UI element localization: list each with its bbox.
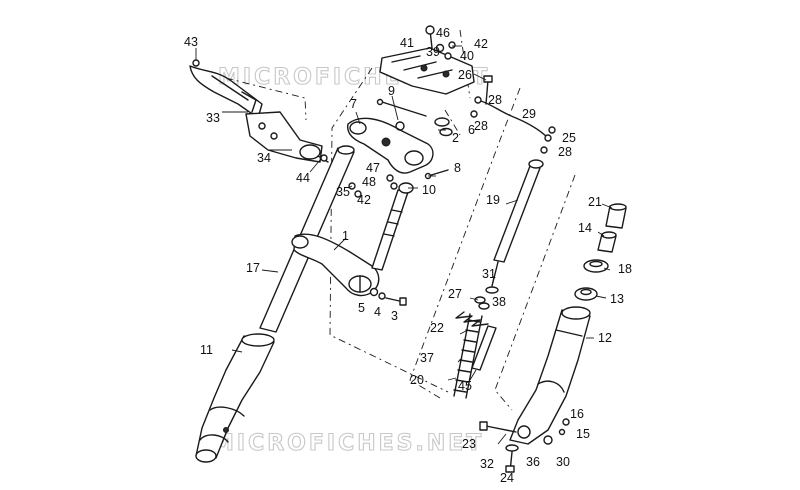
- part-bottom-bolt: [505, 444, 519, 473]
- callout-19: 19: [486, 193, 500, 207]
- callout-38: 38: [492, 295, 506, 309]
- callout-1: 1: [342, 229, 349, 243]
- part-rod-washers: [474, 286, 499, 310]
- callout-8: 8: [454, 161, 461, 175]
- callout-44: 44: [296, 171, 310, 185]
- callout-10: 10: [422, 183, 436, 197]
- callout-29: 29: [522, 107, 536, 121]
- part-brake-line: [470, 96, 556, 154]
- callout-6: 6: [468, 123, 475, 137]
- callout-22: 22: [430, 321, 444, 335]
- callout-labels: 43 33 34 44 35 42 48 47 7 9 41 46 39 42 …: [184, 26, 632, 485]
- callout-47: 47: [366, 161, 380, 175]
- callout-20: 20: [410, 373, 424, 387]
- callout-9: 9: [388, 84, 395, 98]
- callout-33: 33: [206, 111, 220, 125]
- callout-27: 27: [448, 287, 462, 301]
- part-handlebar-mount: [379, 47, 475, 95]
- callout-34: 34: [257, 151, 271, 165]
- part-fork-caps: [597, 203, 627, 253]
- callout-28-a: 28: [488, 93, 502, 107]
- callout-26: 26: [458, 68, 472, 82]
- part-fork-spring: [453, 311, 489, 399]
- part-clamp-bolt-set: [369, 287, 407, 306]
- callout-5: 5: [358, 301, 365, 315]
- callout-leaders: [195, 45, 613, 445]
- part-axle-bolt-23: [479, 421, 517, 433]
- part-bolt-8: [424, 169, 449, 180]
- part-top-fasteners: [425, 25, 456, 60]
- part-upper-triple-clamp: [347, 117, 434, 174]
- callout-15: 15: [576, 427, 590, 441]
- callout-7: 7: [350, 97, 357, 111]
- part-fork-seals: [574, 259, 609, 301]
- part-bleed-screw: [558, 418, 570, 436]
- callout-14: 14: [578, 221, 592, 235]
- callout-32: 32: [480, 457, 494, 471]
- callout-2: 2: [452, 131, 459, 145]
- callout-13: 13: [610, 292, 624, 306]
- part-damper-rod: [491, 159, 544, 287]
- callout-48: 48: [362, 175, 376, 189]
- callout-40: 40: [460, 49, 474, 63]
- part-bolt-44: [317, 154, 329, 163]
- callout-42-mid: 42: [357, 193, 371, 207]
- callout-17: 17: [246, 261, 260, 275]
- callout-28-c: 28: [558, 145, 572, 159]
- callout-24: 24: [500, 471, 514, 485]
- callout-39: 39: [426, 45, 440, 59]
- callout-16: 16: [570, 407, 584, 421]
- callout-36: 36: [526, 455, 540, 469]
- callout-42-top: 42: [474, 37, 488, 51]
- part-left-fork-leg: [195, 333, 275, 463]
- callout-23: 23: [462, 437, 476, 451]
- part-washers-2-6: [376, 98, 453, 137]
- callout-35: 35: [336, 185, 350, 199]
- callout-46: 46: [436, 26, 450, 40]
- callout-3: 3: [391, 309, 398, 323]
- watermark-bottom: MICROFICHES.NET: [212, 431, 484, 456]
- callout-31: 31: [482, 267, 496, 281]
- part-steering-stem: [371, 182, 414, 271]
- callout-25: 25: [562, 131, 576, 145]
- callout-21: 21: [588, 195, 602, 209]
- callout-18: 18: [618, 262, 632, 276]
- callout-30: 30: [556, 455, 570, 469]
- part-right-fork-leg: [509, 306, 591, 445]
- part-rod-45: [471, 325, 497, 371]
- callout-45: 45: [458, 379, 472, 393]
- callout-41: 41: [400, 36, 414, 50]
- callout-12: 12: [598, 331, 612, 345]
- part-mounting-plate: [245, 111, 323, 163]
- callout-43: 43: [184, 35, 198, 49]
- callout-28-b: 28: [474, 119, 488, 133]
- part-lower-triple-clamp: [291, 233, 380, 297]
- callout-37: 37: [420, 351, 434, 365]
- callout-4: 4: [374, 305, 381, 319]
- callout-11: 11: [200, 343, 213, 357]
